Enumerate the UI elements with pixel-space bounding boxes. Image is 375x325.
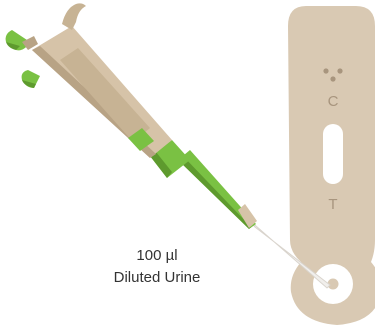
result-window bbox=[323, 124, 343, 184]
pipette-shaft-shade bbox=[178, 156, 251, 229]
test-line-label: T bbox=[328, 196, 337, 213]
sample-annotation: 100 µl Diluted Urine bbox=[114, 247, 201, 286]
dot bbox=[337, 68, 342, 73]
pipette-grip bbox=[60, 48, 150, 142]
control-line-label: C bbox=[328, 93, 339, 110]
pipette-finger-hook bbox=[62, 3, 86, 30]
sample-label: Diluted Urine bbox=[114, 269, 201, 286]
pipette-icon bbox=[6, 3, 330, 288]
dot bbox=[330, 76, 335, 81]
test-strip-icon: C T bbox=[288, 6, 375, 325]
volume-label: 100 µl bbox=[136, 247, 177, 264]
dot bbox=[323, 68, 328, 73]
